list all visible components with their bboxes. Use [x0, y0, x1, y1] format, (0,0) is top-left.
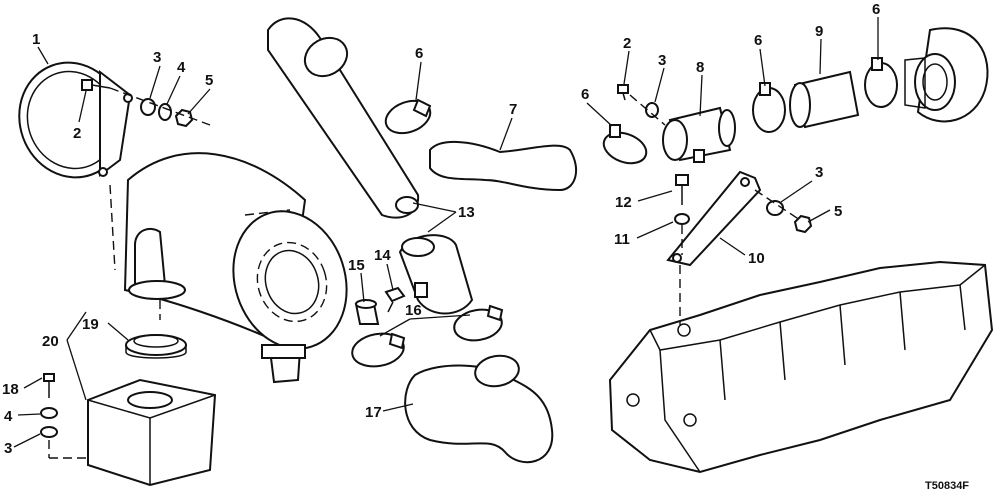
bolt-washer-right — [617, 84, 666, 126]
clamp-upper — [384, 98, 432, 135]
callout-16: 16 — [405, 302, 422, 319]
callout-15: 15 — [348, 257, 365, 274]
callout-6-mid-right: 6 — [754, 32, 762, 49]
callout-3-right: 3 — [658, 52, 666, 69]
callout-6-left-right: 6 — [581, 86, 589, 103]
callout-13: 13 — [458, 204, 475, 221]
callout-3-lower: 3 — [4, 440, 12, 457]
mounting-block — [87, 378, 217, 487]
hose-elbow — [429, 140, 578, 192]
tube-8 — [662, 106, 736, 163]
callout-labels: 1 2 3 4 5 6 7 13 14 15 16 17 18 4 3 19 2… — [2, 1, 969, 492]
air-cleaner-assembly — [18, 61, 348, 384]
callout-5-bracket: 5 — [834, 203, 842, 220]
callout-11: 11 — [614, 231, 630, 248]
callout-3-bracket: 3 — [815, 164, 823, 181]
callout-1: 1 — [32, 31, 40, 48]
connector-15 — [354, 299, 380, 325]
turbo-inlet — [904, 27, 989, 123]
fitting-14 — [384, 286, 406, 313]
callout-2-right: 2 — [623, 35, 631, 52]
clamps-6-right — [602, 57, 898, 165]
hardware-3-5-right — [754, 189, 813, 234]
callout-6-far-right: 6 — [872, 1, 880, 18]
clamp-pair-16 — [351, 304, 504, 368]
callout-17: 17 — [365, 404, 382, 421]
callout-3: 3 — [153, 49, 161, 66]
leader-lines — [13, 17, 879, 448]
callout-20: 20 — [42, 333, 59, 350]
callout-12: 12 — [615, 194, 632, 211]
bracket-10 — [666, 170, 762, 267]
callout-2: 2 — [73, 125, 81, 142]
callout-4-lower: 4 — [4, 408, 13, 425]
elbow-hose-17 — [404, 354, 554, 464]
callout-9: 9 — [815, 23, 823, 40]
intake-pipe — [267, 17, 420, 219]
callout-14: 14 — [374, 247, 391, 264]
callout-7: 7 — [509, 101, 517, 118]
callout-4: 4 — [177, 59, 186, 76]
callout-8: 8 — [696, 59, 704, 76]
callout-18: 18 — [2, 381, 19, 398]
callout-6: 6 — [415, 45, 423, 62]
figure-id: T50834F — [925, 480, 969, 492]
callout-10: 10 — [748, 250, 765, 267]
callout-5: 5 — [205, 72, 213, 89]
callout-19: 19 — [82, 316, 99, 333]
exhaust-manifold — [608, 260, 994, 474]
hardware-11-12 — [674, 174, 690, 255]
sleeve-9 — [789, 70, 860, 129]
bolt-washer-stack — [40, 373, 88, 459]
short-hose-13 — [398, 234, 474, 315]
gasket-ring — [125, 334, 187, 359]
